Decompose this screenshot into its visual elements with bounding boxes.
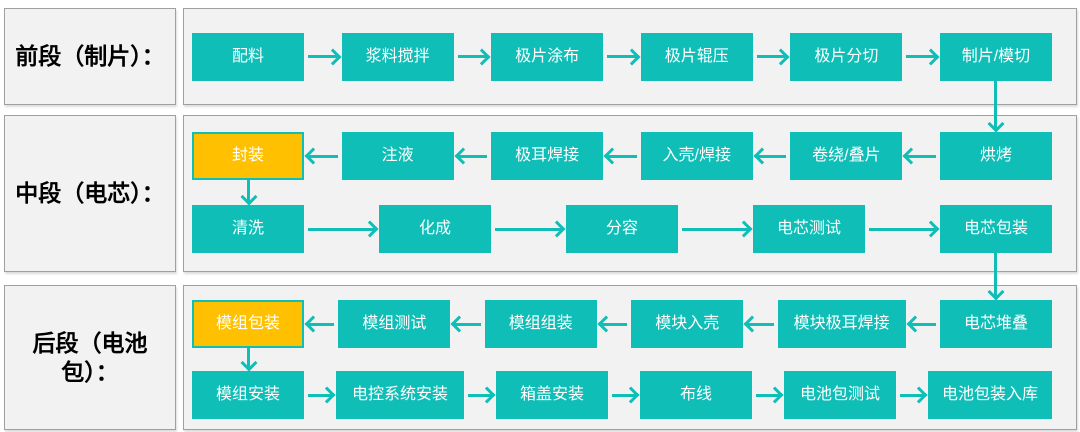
process-step: 箱盖安装 bbox=[496, 371, 608, 419]
process-step: 电芯堆叠 bbox=[940, 300, 1053, 348]
arrow-down-icon bbox=[994, 80, 997, 128]
section-label-text: 中段（电芯）： bbox=[15, 180, 165, 207]
arrow-left-icon bbox=[308, 154, 338, 158]
process-step: 电芯测试 bbox=[753, 205, 865, 253]
section-front-stage: 前段（制片）： 配料 浆料搅拌 极片涂布 极片辊压 极片分切 制片/模切 bbox=[0, 8, 1080, 105]
arrow-right-icon bbox=[612, 393, 636, 397]
process-step: 分容 bbox=[566, 205, 678, 253]
process-step: 制片/模切 bbox=[939, 32, 1052, 81]
arrow-right-icon bbox=[900, 393, 924, 397]
section-content: 配料 浆料搅拌 极片涂布 极片辊压 极片分切 制片/模切 bbox=[183, 8, 1077, 105]
flow-row: 配料 浆料搅拌 极片涂布 极片辊压 极片分切 制片/模切 bbox=[192, 32, 1052, 81]
arrow-right-icon bbox=[308, 393, 332, 397]
section-label-text: 前段（制片）： bbox=[15, 43, 165, 70]
section-content: 封装 注液 极耳焊接 入壳/焊接 卷绕/叠片 烘烤 清洗 化成 分容 电芯测试 bbox=[183, 115, 1077, 272]
flow-row: 清洗 化成 分容 电芯测试 电芯包装 bbox=[192, 205, 1052, 253]
process-step: 模块入壳 bbox=[631, 300, 744, 348]
process-step: 注液 bbox=[341, 132, 454, 180]
section-content: 模组包装 模组测试 模组组装 模块入壳 模块极耳焊接 电芯堆叠 模组安装 电控系… bbox=[183, 285, 1077, 430]
arrow-right-icon bbox=[682, 227, 749, 231]
process-step: 配料 bbox=[192, 32, 304, 81]
process-step: 极耳焊接 bbox=[491, 132, 604, 180]
process-step-highlighted: 封装 bbox=[192, 132, 304, 180]
process-step: 极片辊压 bbox=[640, 32, 753, 81]
process-step: 入壳/焊接 bbox=[640, 132, 753, 180]
section-middle-stage: 中段（电芯）： 封装 注液 极耳焊接 入壳/焊接 卷绕/叠片 烘烤 清洗 化成 bbox=[0, 115, 1080, 272]
process-step: 布线 bbox=[640, 371, 752, 419]
arrow-right-icon bbox=[308, 227, 375, 231]
arrow-right-icon bbox=[457, 55, 488, 58]
section-label: 前段（制片）： bbox=[4, 8, 176, 105]
arrow-right-icon bbox=[468, 393, 492, 397]
section-rear-stage: 后段（电池包）： 模组包装 模组测试 模组组装 模块入壳 模块极耳焊接 电芯堆叠… bbox=[0, 285, 1080, 430]
process-step: 电芯包装 bbox=[940, 205, 1052, 253]
arrow-down-icon bbox=[247, 348, 250, 367]
process-step: 模组组装 bbox=[484, 300, 597, 348]
arrow-left-icon bbox=[756, 154, 787, 158]
flow-row: 封装 注液 极耳焊接 入壳/焊接 卷绕/叠片 烘烤 bbox=[192, 132, 1052, 180]
process-step: 电池包测试 bbox=[784, 371, 896, 419]
process-step: 烘烤 bbox=[939, 132, 1052, 180]
arrow-right-icon bbox=[607, 55, 637, 58]
arrow-right-icon bbox=[869, 227, 936, 231]
arrow-down-icon bbox=[994, 252, 997, 296]
arrow-left-icon bbox=[909, 322, 937, 326]
flow-row: 模组包装 模组测试 模组组装 模块入壳 模块极耳焊接 电芯堆叠 bbox=[192, 300, 1053, 348]
process-step: 浆料搅拌 bbox=[341, 32, 454, 81]
arrow-down-icon bbox=[247, 180, 250, 201]
arrow-left-icon bbox=[308, 322, 335, 326]
process-step: 模组测试 bbox=[338, 300, 451, 348]
arrow-left-icon bbox=[607, 154, 637, 158]
arrow-left-icon bbox=[457, 154, 488, 158]
section-label: 后段（电池包）： bbox=[4, 285, 176, 430]
arrow-left-icon bbox=[906, 154, 936, 158]
section-label-text: 后段（电池包）： bbox=[32, 329, 148, 385]
arrow-left-icon bbox=[454, 322, 481, 326]
process-step-highlighted: 模组包装 bbox=[192, 300, 304, 348]
arrow-right-icon bbox=[756, 393, 780, 397]
process-step: 模组安装 bbox=[192, 371, 304, 419]
process-step: 电控系统安装 bbox=[336, 371, 464, 419]
process-step: 模块极耳焊接 bbox=[777, 300, 906, 348]
section-label: 中段（电芯）： bbox=[4, 115, 176, 272]
arrow-right-icon bbox=[308, 55, 338, 58]
process-step: 极片分切 bbox=[790, 32, 903, 81]
process-step: 极片涂布 bbox=[491, 32, 604, 81]
process-step: 电池包装入库 bbox=[928, 371, 1052, 419]
arrow-right-icon bbox=[756, 55, 787, 58]
arrow-left-icon bbox=[747, 322, 774, 326]
process-step: 化成 bbox=[379, 205, 491, 253]
process-step: 清洗 bbox=[192, 205, 304, 253]
arrow-right-icon bbox=[495, 227, 562, 231]
process-step: 卷绕/叠片 bbox=[790, 132, 903, 180]
arrow-left-icon bbox=[600, 322, 628, 326]
arrow-right-icon bbox=[906, 55, 936, 58]
flow-row: 模组安装 电控系统安装 箱盖安装 布线 电池包测试 电池包装入库 bbox=[192, 371, 1052, 419]
